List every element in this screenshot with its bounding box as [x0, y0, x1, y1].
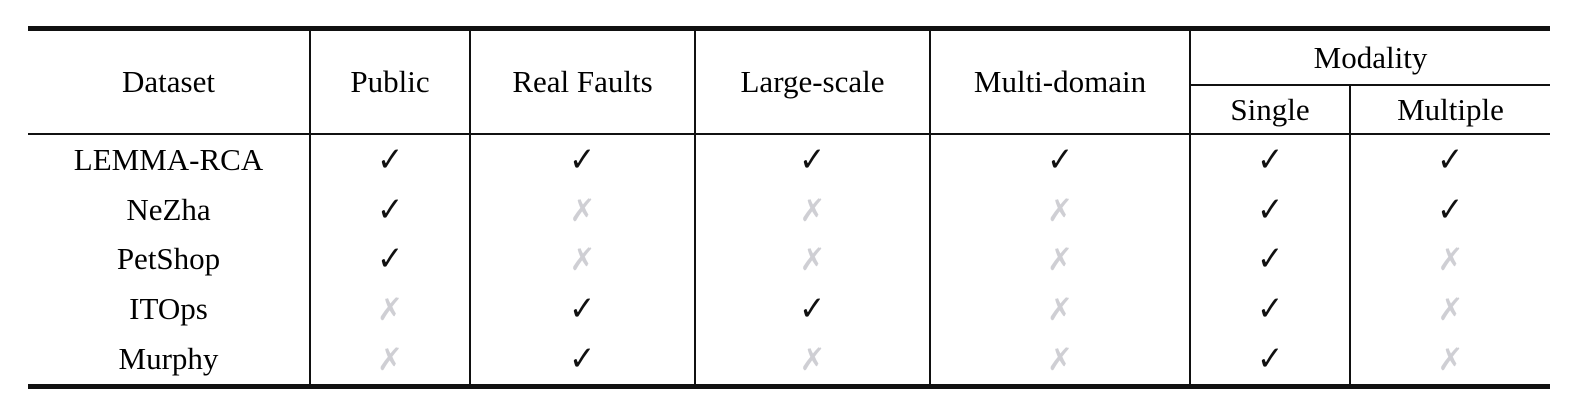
check-icon: ✓ [376, 239, 404, 280]
cross-icon: ✗ [377, 292, 403, 329]
cross-icon: ✗ [799, 342, 826, 379]
cross-icon: ✗ [1047, 242, 1073, 279]
cell-large-scale: ✗ [694, 184, 930, 235]
cross-icon: ✗ [1047, 342, 1073, 379]
cross-icon: ✗ [799, 242, 826, 279]
table-row: LEMMA-RCA ✓ ✓ ✓ ✓ ✓ ✓ [28, 133, 1551, 185]
cross-icon: ✗ [799, 192, 826, 229]
cell-large-scale: ✗ [694, 334, 930, 389]
cell-modality-single: ✓ [1189, 234, 1350, 285]
check-icon: ✓ [1256, 289, 1284, 330]
table-body: LEMMA-RCA ✓ ✓ ✓ ✓ ✓ ✓ NeZha ✓ ✗ ✗ ✗ ✓ ✓ … [28, 133, 1551, 389]
check-icon: ✓ [1046, 139, 1074, 180]
cell-large-scale: ✓ [694, 133, 930, 185]
table-row: PetShop ✓ ✗ ✗ ✗ ✓ ✗ [28, 234, 1551, 285]
column-header-real-faults: Real Faults [469, 26, 695, 134]
cell-modality-single: ✓ [1189, 184, 1350, 235]
cell-real-faults: ✓ [469, 334, 695, 389]
cross-icon: ✗ [1047, 192, 1073, 229]
cell-dataset-name: Murphy [28, 334, 310, 389]
cell-dataset-name: ITOps [129, 291, 208, 327]
cell-large-scale: ✗ [694, 234, 930, 285]
check-icon: ✓ [799, 289, 826, 330]
table-row: NeZha ✓ ✗ ✗ ✗ ✓ ✓ [28, 184, 1551, 235]
cell-modality-multiple: ✗ [1348, 334, 1551, 389]
dataset-comparison-table: Dataset Public Real Faults Large-scale M… [28, 26, 1551, 389]
cell-multi-domain: ✓ [929, 133, 1190, 185]
check-icon: ✓ [1256, 239, 1284, 280]
column-header-public: Public [309, 26, 470, 134]
cell-real-faults: ✓ [469, 133, 695, 185]
cell-modality-single: ✓ [1189, 133, 1350, 185]
cell-large-scale: ✓ [694, 284, 930, 335]
cell-real-faults: ✓ [469, 284, 695, 335]
column-group-header-modality: Modality [1188, 26, 1551, 86]
table-row: ITOps ✗ ✓ ✓ ✗ ✓ ✗ [28, 284, 1551, 335]
cross-icon: ✗ [569, 192, 596, 229]
check-icon: ✓ [376, 189, 404, 230]
column-header-modality-single: Single [1189, 85, 1350, 134]
column-header-large-scale: Large-scale [694, 26, 930, 134]
cell-public: ✓ [309, 133, 470, 185]
check-icon: ✓ [1256, 339, 1284, 380]
cell-dataset-name: NeZha [126, 191, 211, 227]
cross-icon: ✗ [1437, 342, 1464, 379]
cell-modality-single: ✓ [1189, 284, 1350, 335]
column-header-multi-domain: Multi-domain [929, 26, 1190, 134]
cell-modality-multiple: ✓ [1348, 133, 1551, 185]
check-icon: ✓ [1256, 189, 1284, 230]
check-icon: ✓ [569, 289, 596, 330]
cross-icon: ✗ [1437, 292, 1464, 329]
table-row: Murphy ✗ ✓ ✗ ✗ ✓ ✗ [28, 334, 1551, 389]
check-icon: ✓ [1437, 139, 1464, 180]
cell-real-faults: ✗ [469, 234, 695, 285]
column-header-modality-multiple: Multiple [1348, 85, 1551, 134]
cross-icon: ✗ [1437, 242, 1464, 279]
check-icon: ✓ [1256, 139, 1284, 180]
cell-dataset-name: LEMMA-RCA [28, 133, 310, 185]
cell-multi-domain: ✗ [929, 184, 1190, 235]
cell-multi-domain: ✗ [929, 334, 1190, 389]
cell-public: ✓ [309, 234, 470, 285]
cell-public: ✗ [309, 284, 470, 335]
cross-icon: ✗ [569, 242, 596, 279]
table-header: Dataset Public Real Faults Large-scale M… [28, 26, 1551, 134]
comparison-table-container: Dataset Public Real Faults Large-scale M… [28, 26, 1551, 389]
cell-dataset-name: PetShop [116, 241, 221, 277]
cell-modality-multiple: ✗ [1348, 234, 1551, 285]
cell-modality-single: ✓ [1189, 334, 1350, 389]
check-icon: ✓ [799, 139, 826, 180]
cross-icon: ✗ [1047, 292, 1073, 329]
check-icon: ✓ [569, 339, 596, 380]
cell-public: ✗ [309, 334, 470, 389]
cell-modality-multiple: ✓ [1348, 184, 1551, 235]
header-row-secondary: Single Multiple [28, 85, 1551, 134]
cell-multi-domain: ✗ [929, 234, 1190, 285]
check-icon: ✓ [1437, 189, 1464, 230]
cell-modality-multiple: ✗ [1348, 284, 1551, 335]
header-row-primary: Dataset Public Real Faults Large-scale M… [28, 26, 1551, 134]
cell-public: ✓ [309, 184, 470, 235]
cell-multi-domain: ✗ [929, 284, 1190, 335]
cross-icon: ✗ [377, 342, 403, 379]
check-icon: ✓ [569, 139, 596, 180]
column-header-dataset: Dataset [28, 26, 310, 134]
cell-real-faults: ✗ [469, 184, 695, 235]
check-icon: ✓ [376, 139, 404, 180]
